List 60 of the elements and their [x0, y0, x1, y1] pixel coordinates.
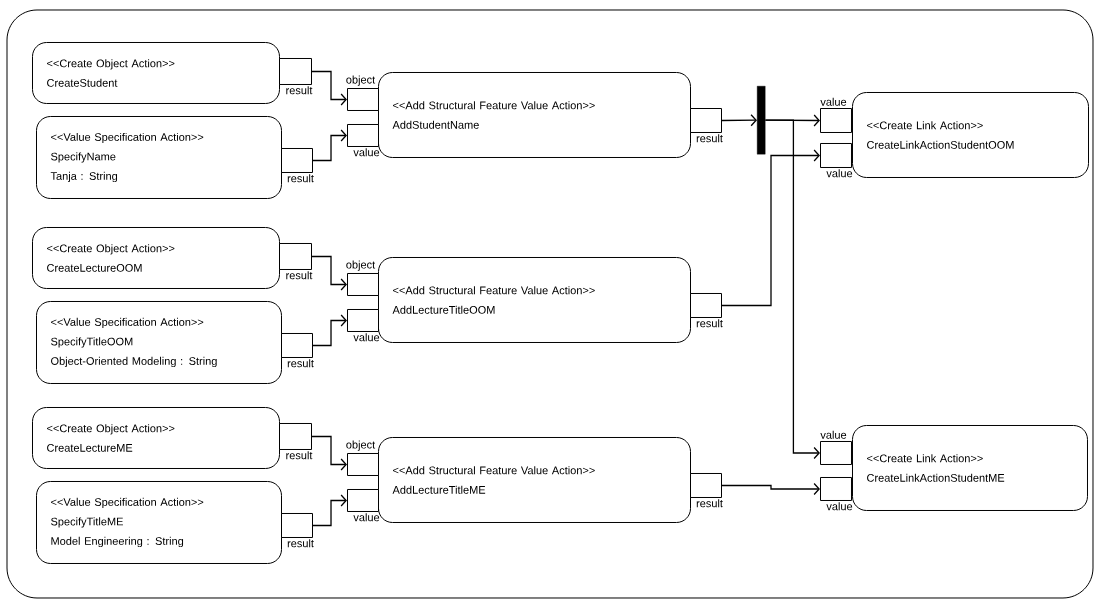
fork-bar	[757, 86, 766, 155]
arrow	[764, 119, 820, 460]
pin: value	[820, 477, 853, 511]
action-box: <<Value Specification Action>> SpecifyTitleME Model Engineering : String	[36, 481, 282, 564]
node-label: result	[287, 174, 314, 183]
node-label: value	[353, 333, 380, 342]
node-label: value	[826, 169, 853, 178]
arrow	[721, 149, 820, 307]
action-box: <<Add Structural Feature Value Action>> AddLectureTitleOOM	[378, 257, 691, 343]
arrow	[311, 70, 347, 106]
action-box: <<Create Link Action>> CreateLinkActionStudentOOM	[852, 92, 1089, 178]
action-box: <<Add Structural Feature Value Action>> AddLectureTitleME	[378, 437, 691, 523]
action-box: <<Create Object Action>> CreateStudent	[32, 42, 280, 104]
node-label: object	[346, 260, 376, 271]
arrow	[721, 482, 820, 496]
node-label: result	[696, 319, 723, 328]
action-box: <<Add Structural Feature Value Action>> AddStudentName	[378, 72, 691, 158]
node-label: result	[286, 451, 313, 460]
pin: result	[279, 58, 313, 95]
arrow	[312, 314, 347, 347]
node-label: result	[287, 359, 314, 368]
node-label: value	[353, 148, 380, 157]
node-label: result	[696, 134, 723, 143]
node-label: value	[353, 513, 380, 522]
node-label: value	[820, 97, 847, 106]
pin: result	[281, 513, 314, 548]
action-box: <<Value Specification Action>> SpecifyTitleOOM Object-Oriented Modeling : String	[36, 301, 282, 384]
arrow	[312, 494, 347, 527]
pin: value	[820, 143, 853, 178]
pin: result	[690, 293, 723, 328]
node-label: value	[826, 502, 853, 511]
action-box: <<Create Link Action>> CreateLinkActionStudentME	[852, 425, 1088, 511]
pin: result	[690, 473, 723, 508]
pin: result	[281, 333, 314, 368]
pin: result	[279, 243, 313, 280]
arrow	[312, 129, 347, 162]
action-box: <<Value Specification Action>> SpecifyName Tanja : String	[36, 116, 282, 199]
pin: value	[820, 97, 852, 133]
action-box: <<Create Object Action>> CreateLectureME	[32, 407, 280, 469]
pin: object	[346, 75, 379, 111]
node-label: object	[346, 75, 376, 86]
pin: object	[346, 440, 379, 476]
node-label: result	[286, 86, 313, 95]
arrow	[311, 255, 347, 291]
pin: value	[347, 124, 380, 157]
pin: result	[279, 423, 313, 460]
pin: object	[346, 260, 379, 296]
pin: value	[347, 309, 380, 342]
arrow	[311, 435, 347, 471]
node-label: value	[820, 430, 847, 439]
node-label: result	[696, 499, 723, 508]
pin: value	[347, 489, 380, 522]
pin: result	[690, 108, 723, 143]
pin: value	[820, 430, 852, 465]
pin: result	[281, 148, 314, 183]
node-label: result	[287, 539, 314, 548]
action-box: <<Create Object Action>> CreateLectureOOM	[32, 227, 280, 289]
node-label: result	[286, 271, 313, 280]
arrow	[721, 114, 757, 127]
node-label: object	[346, 440, 376, 451]
